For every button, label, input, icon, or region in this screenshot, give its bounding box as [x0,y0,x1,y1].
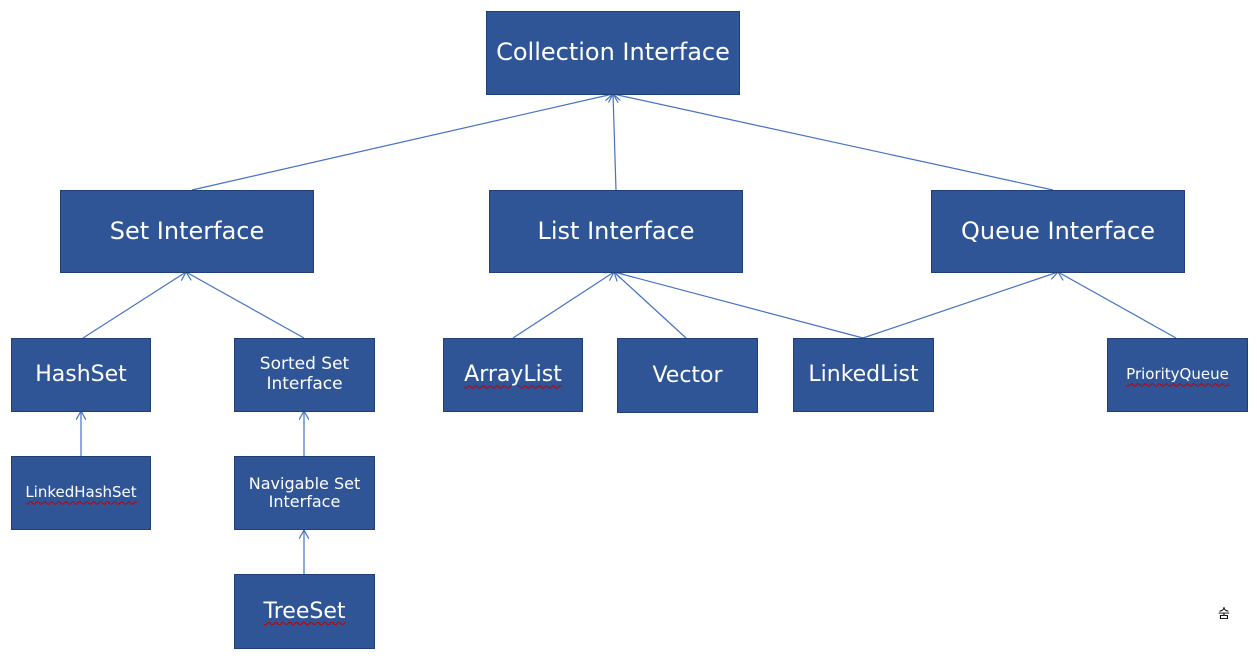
edge-list-collection [613,94,616,191]
node-list-interface: List Interface [489,190,743,273]
node-hashset: HashSet [11,338,151,412]
node-label: PriorityQueue [1126,365,1229,384]
edge-linkedlist-queue [862,272,1058,339]
node-linkedhashset: LinkedHashSet [11,456,151,530]
edge-set-collection [191,94,613,191]
node-label: LinkedHashSet [25,483,137,502]
node-queue-interface: Queue Interface [931,190,1185,273]
node-label: HashSet [35,362,127,388]
node-label: Navigable Set Interface [248,473,361,511]
node-treeset: TreeSet [234,574,375,649]
node-linkedlist: LinkedList [793,338,934,412]
node-label: LinkedList [808,362,919,388]
corner-mark: 숨 [1218,607,1230,622]
node-collection-interface: Collection Interface [486,11,740,95]
node-label: Queue Interface [961,216,1155,245]
node-set-interface: Set Interface [60,190,314,273]
node-label: ArrayList [464,362,562,388]
edge-hashset-set [82,272,186,339]
node-label: Vector [652,362,723,388]
edge-vector-list [614,272,687,339]
node-navigable-set-interface: Navigable Set Interface [234,456,375,530]
edge-linkedlist-list [614,272,864,339]
edge-sortedset-set [186,272,305,339]
node-label: TreeSet [263,598,346,624]
node-sorted-set-interface: Sorted Set Interface [234,338,375,412]
node-label: Collection Interface [496,38,730,67]
node-label: Sorted Set Interface [259,354,350,394]
node-arraylist: ArrayList [443,338,583,412]
node-priorityqueue: PriorityQueue [1107,338,1248,412]
node-vector: Vector [617,338,758,413]
edge-arraylist-list [512,272,614,339]
node-label: Set Interface [109,216,265,245]
node-label: List Interface [537,216,695,245]
edge-priorityqueue-queue [1058,272,1177,339]
edge-queue-collection [613,94,1054,191]
